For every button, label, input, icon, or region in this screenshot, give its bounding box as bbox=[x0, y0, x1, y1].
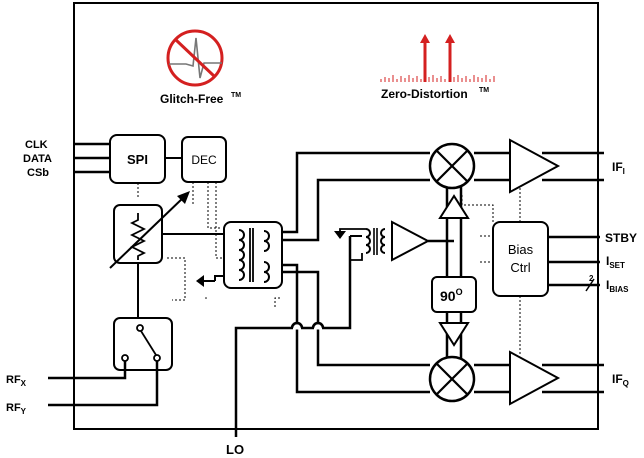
glitch-free-logo: Glitch-Free TM bbox=[160, 29, 241, 106]
lo-label: LO bbox=[226, 442, 244, 457]
spi-label: SPI bbox=[127, 152, 148, 167]
ground-arrow-lo bbox=[334, 231, 346, 239]
variable-arrow bbox=[109, 195, 186, 269]
dec-block bbox=[181, 136, 227, 183]
bus-slash bbox=[585, 278, 595, 292]
phase-label: 90O bbox=[440, 287, 463, 304]
bias-label-line2: Ctrl bbox=[510, 260, 530, 275]
mixer-q bbox=[428, 355, 476, 403]
rfy-label: RFY bbox=[6, 402, 27, 416]
iset-label: ISET bbox=[606, 254, 625, 270]
lo-buffer-up bbox=[438, 194, 470, 219]
noise-floor-ticks bbox=[380, 75, 495, 82]
clk-label: CLK bbox=[25, 139, 48, 151]
if-amplifier-i bbox=[509, 138, 561, 194]
data-label: DATA bbox=[23, 153, 52, 165]
mixer-i bbox=[428, 142, 476, 190]
bias-ctrl-block bbox=[492, 221, 549, 297]
chip-outline bbox=[73, 2, 599, 430]
glitch-free-label: Glitch-Free bbox=[160, 92, 224, 106]
bus-width-label: 2 bbox=[589, 274, 594, 283]
ifq-label: IFQ bbox=[612, 372, 629, 388]
ground-arrow-left bbox=[196, 275, 204, 287]
zero-distortion-logo: Zero-Distortion TM bbox=[380, 34, 495, 101]
bias-label-line1: Bias bbox=[508, 242, 534, 257]
ifi-label: IFI bbox=[612, 160, 625, 176]
stby-label: STBY bbox=[605, 231, 637, 245]
dec-label: DEC bbox=[191, 153, 217, 167]
csb-label: CSb bbox=[27, 167, 49, 179]
zero-distortion-label: Zero-Distortion bbox=[381, 87, 468, 101]
zero-distortion-tm: TM bbox=[479, 87, 489, 94]
phase-shifter-90 bbox=[431, 276, 477, 313]
rfx-label: RFX bbox=[6, 374, 27, 388]
if-amplifier-q bbox=[509, 350, 561, 406]
ibias-label: IBIAS bbox=[606, 278, 629, 294]
lo-amplifier bbox=[391, 220, 431, 262]
lo-buffer-down bbox=[438, 322, 470, 347]
glitch-free-tm: TM bbox=[231, 92, 241, 99]
